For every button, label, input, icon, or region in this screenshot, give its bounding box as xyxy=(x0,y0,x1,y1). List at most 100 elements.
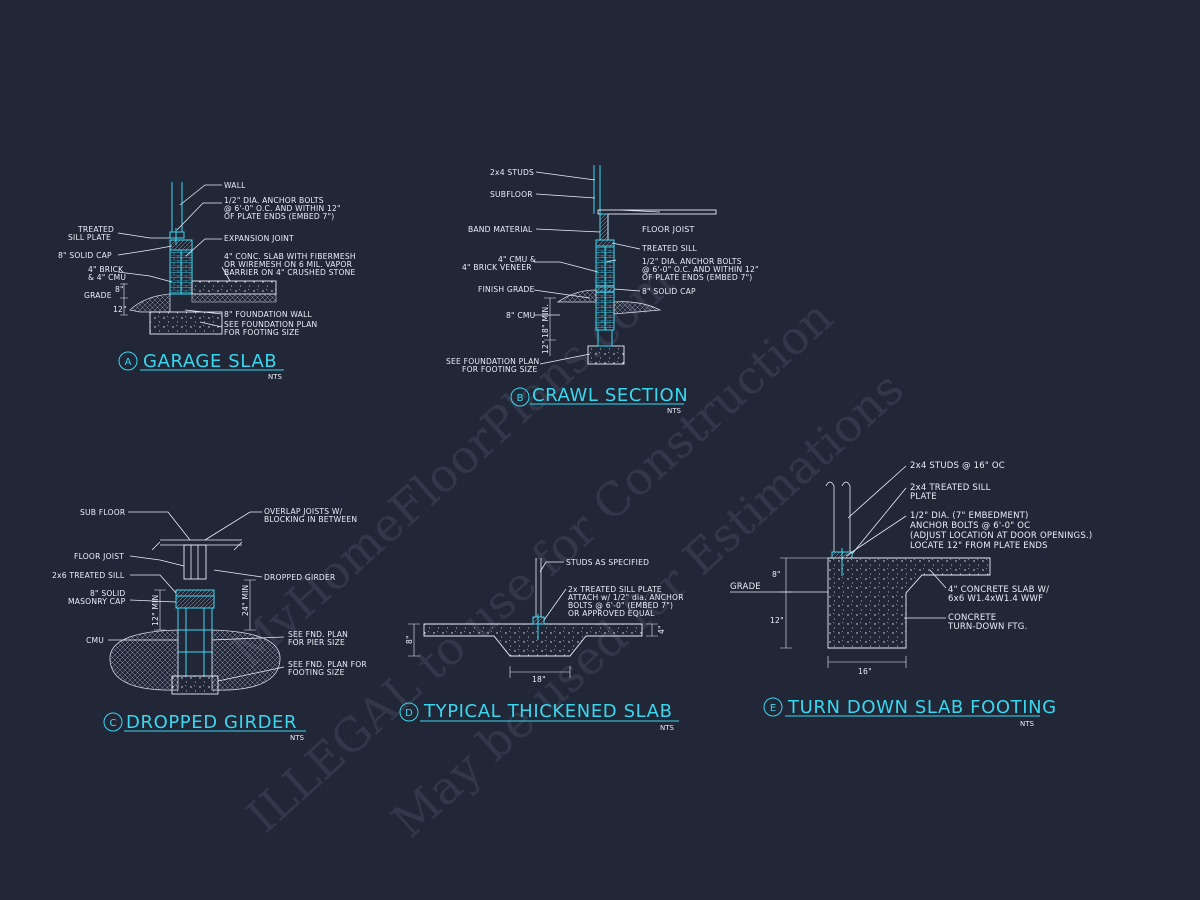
label-e-dim16: 16" xyxy=(858,667,872,676)
label-a-treated-1: TREATED xyxy=(77,225,114,234)
label-c-cap-1: 8" SOLID xyxy=(90,589,125,598)
label-b-sill: TREATED SILL xyxy=(641,244,698,253)
label-b-anchor-1: 1/2" DIA. ANCHOR BOLTS xyxy=(642,257,742,266)
label-a-anchor-1: 1/2" DIA. ANCHOR BOLTS xyxy=(224,196,324,205)
label-a-brick-1: 4" BRICK xyxy=(88,265,124,274)
label-b-band: BAND MATERIAL xyxy=(468,225,533,234)
label-b-subfloor: SUBFLOOR xyxy=(490,190,533,199)
label-c-min24: 24" MIN xyxy=(241,585,250,616)
label-a-anchor-2: @ 6'-0" O.C. AND WITHIN 12" xyxy=(224,204,341,213)
label-b-cmu-2: 4" BRICK VENEER xyxy=(462,263,532,272)
detail-a-scale: NTS xyxy=(268,373,283,381)
label-c-cap-2: MASONRY CAP xyxy=(68,597,126,606)
label-b-cmu-1: 4" CMU & xyxy=(498,255,536,264)
label-a-anchor-3: OF PLATE ENDS (EMBED 7") xyxy=(224,212,334,221)
label-a-dim-1: 8" xyxy=(115,285,124,294)
detail-d-tag-circle xyxy=(399,702,419,722)
label-a-foot-2: FOR FOOTING SIZE xyxy=(224,328,299,337)
label-e-dim8: 8" xyxy=(772,570,781,579)
label-b-cmu8: 8" CMU xyxy=(506,311,535,320)
label-c-pier-1: SEE FND. PLAN xyxy=(288,630,348,639)
label-d-dim4: 4" xyxy=(657,625,666,634)
watermark: ILLEGAL to use for Construction MyHomeFl… xyxy=(221,254,913,848)
label-d-sill-2: ATTACH w/ 1/2" dia. ANCHOR xyxy=(568,593,684,602)
label-c-pier-2: FOR PIER SIZE xyxy=(288,638,345,647)
detail-c-dropped-girder: SUB FLOOR OVERLAP JOISTS W/ BLOCKING IN … xyxy=(52,507,367,742)
label-e-slab-1: 4" CONCRETE SLAB W/ xyxy=(948,585,1049,595)
detail-c-title: DROPPED GIRDER xyxy=(126,712,297,733)
label-c-min12: 12" MIN xyxy=(151,595,160,626)
label-c-foot-2: FOOTING SIZE xyxy=(288,668,345,677)
label-a-treated-2: SILL PLATE xyxy=(68,233,111,242)
label-d-sill-1: 2x TREATED SILL PLATE xyxy=(568,585,662,594)
label-d-dim8: 8" xyxy=(405,635,414,644)
detail-e-turn-down-footing: 2x4 STUDS @ 16" OC 2x4 TREATED SILL PLAT… xyxy=(730,461,1092,728)
label-b-min: 18" MIN. xyxy=(541,304,550,338)
label-e-slab-2: 6x6 W1.4xW1.4 WWF xyxy=(948,594,1043,604)
label-b-cap: 8" SOLID CAP xyxy=(642,287,696,296)
label-c-cmu: CMU xyxy=(86,636,104,645)
label-c-sill: 2x6 TREATED SILL xyxy=(52,571,125,580)
detail-d-thickened-slab: STUDS AS SPECIFIED 2x TREATED SILL PLATE… xyxy=(399,558,684,732)
label-e-ftg-1: CONCRETE xyxy=(948,613,996,623)
detail-b-crawl-section: 2x4 STUDS SUBFLOOR BAND MATERIAL FLOOR J… xyxy=(446,165,759,415)
label-a-slab-3: BARRIER ON 4" CRUSHED STONE xyxy=(224,268,356,277)
label-b-joist: FLOOR JOIST xyxy=(642,225,695,234)
label-b-foot-1: SEE FOUNDATION PLAN xyxy=(446,357,539,366)
label-d-sill-4: OR APPROVED EQUAL xyxy=(568,609,655,618)
label-a-slab-1: 4" CONC. SLAB WITH FIBERMESH xyxy=(224,252,356,261)
label-d-sill-3: BOLTS @ 6'-0" (EMBED 7") xyxy=(568,601,673,610)
label-d-dim18: 18" xyxy=(532,675,546,684)
label-b-dim: 12" xyxy=(541,340,550,354)
detail-e-title: TURN DOWN SLAB FOOTING xyxy=(787,697,1057,718)
detail-d-title: TYPICAL THICKENED SLAB xyxy=(423,701,673,722)
label-b-anchor-3: OF PLATE ENDS (EMBED 7") xyxy=(642,273,752,282)
label-e-sill-1: 2x4 TREATED SILL xyxy=(910,483,991,493)
label-a-foundwall: 8" FOUNDATION WALL xyxy=(224,310,313,319)
label-e-sill-2: PLATE xyxy=(910,492,937,502)
detail-c-scale: NTS xyxy=(290,734,305,742)
detail-b-scale: NTS xyxy=(667,407,682,415)
label-a-wall: WALL xyxy=(224,181,246,190)
label-c-subfloor: SUB FLOOR xyxy=(80,508,126,517)
detail-e-tag-circle xyxy=(763,697,783,717)
label-e-anchor-2: ANCHOR BOLTS @ 6'-0" OC xyxy=(910,521,1030,531)
label-a-expansion: EXPANSION JOINT xyxy=(224,234,294,243)
label-e-anchor-1: 1/2" DIA. (7" EMBEDMENT) xyxy=(910,511,1029,521)
label-c-girder: DROPPED GIRDER xyxy=(264,573,336,582)
label-c-overlap-2: BLOCKING IN BETWEEN xyxy=(264,515,357,524)
label-e-grade: GRADE xyxy=(730,582,761,592)
label-a-brick-2: & 4" CMU xyxy=(88,273,126,282)
detail-b-title: CRAWL SECTION xyxy=(532,385,688,406)
label-a-grade: GRADE xyxy=(84,291,112,300)
label-b-foot-2: FOR FOOTING SIZE xyxy=(462,365,537,374)
label-b-anchor-2: @ 6'-0" O.C. AND WITHIN 12" xyxy=(642,265,759,274)
detail-b-tag-circle xyxy=(510,387,530,407)
label-e-anchor-3: (ADJUST LOCATION AT DOOR OPENINGS.) xyxy=(910,531,1092,541)
label-a-solidcap: 8" SOLID CAP xyxy=(58,251,112,260)
label-e-studs: 2x4 STUDS @ 16" OC xyxy=(910,461,1005,471)
label-b-studs: 2x4 STUDS xyxy=(490,168,534,177)
detail-a-tag-circle xyxy=(118,351,138,371)
label-b-finish: FINISH GRADE xyxy=(478,285,535,294)
label-c-joist: FLOOR JOIST xyxy=(74,552,124,561)
label-d-studs: STUDS AS SPECIFIED xyxy=(566,558,649,567)
detail-d-scale: NTS xyxy=(660,724,675,732)
label-a-dim-2: 12" xyxy=(113,305,127,314)
detail-a-title: GARAGE SLAB xyxy=(143,351,277,372)
detail-b-tag: B xyxy=(517,393,524,404)
label-a-foot-1: SEE FOUNDATION PLAN xyxy=(224,320,317,329)
detail-e-scale: NTS xyxy=(1020,720,1035,728)
label-c-foot-1: SEE FND. PLAN FOR xyxy=(288,660,367,669)
detail-d-tag: D xyxy=(405,708,413,719)
label-c-overlap-1: OVERLAP JOISTS W/ xyxy=(264,507,343,516)
detail-c-tag-circle xyxy=(103,712,123,732)
label-e-ftg-2: TURN-DOWN FTG. xyxy=(947,622,1027,632)
label-e-dim12: 12" xyxy=(770,616,784,625)
detail-e-tag: E xyxy=(770,703,776,714)
detail-a-garage-slab: WALL 1/2" DIA. ANCHOR BOLTS @ 6'-0" O.C.… xyxy=(58,181,356,381)
detail-a-tag: A xyxy=(125,357,132,368)
label-e-anchor-4: LOCATE 12" FROM PLATE ENDS xyxy=(910,541,1048,551)
label-a-slab-2: OR WIREMESH ON 6 MIL. VAPOR xyxy=(224,260,353,269)
